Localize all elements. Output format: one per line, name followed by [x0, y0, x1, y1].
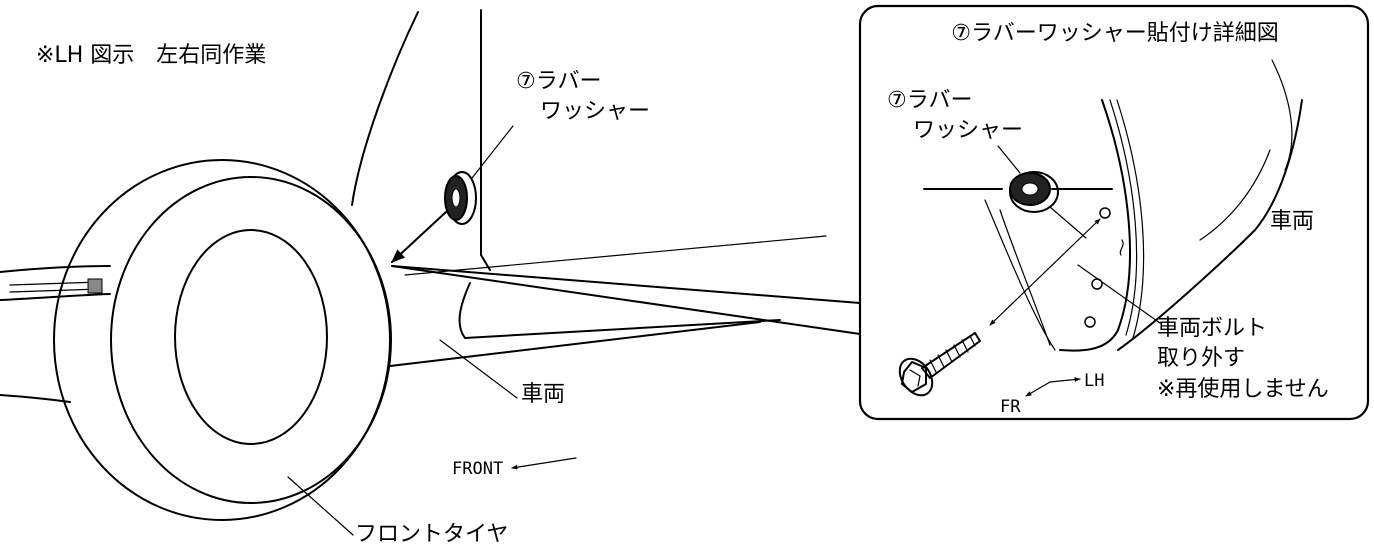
washer-arrow: [390, 211, 447, 263]
front-direction-arrow: [511, 457, 577, 470]
note-text: ※LH 図示 左右同作業: [36, 43, 266, 68]
zoom-line-top: [391, 265, 861, 304]
lh-label: LH: [1084, 371, 1104, 391]
front-tire: [53, 159, 392, 521]
rubber-washer-detail: [1009, 171, 1059, 213]
front-tire-label: フロントタイヤ: [355, 522, 508, 546]
washer-label-line2: ワッシャー: [540, 99, 650, 124]
detail-title: ⑦ラバーワッシャー貼付け詳細図: [951, 21, 1279, 46]
tire-leader-line: [287, 476, 354, 536]
washer-leader-line: [471, 125, 514, 179]
bolt-label-line3: ※再使用しません: [1157, 377, 1329, 402]
rubber-washer: [444, 171, 477, 225]
detail-panel: ⑦ラバーワッシャー貼付け詳細図: [858, 4, 1370, 421]
vehicle-bolt: [898, 332, 981, 397]
vehicle-label: 車両: [521, 382, 565, 407]
front-direction-label: FRONT: [452, 459, 503, 479]
vehicle-leader-line: [439, 339, 518, 399]
vehicle-detail-label: 車両: [1270, 209, 1314, 234]
washer-label-line1: ⑦ラバー: [516, 69, 602, 94]
bolt-label-line2: 取り外す: [1157, 346, 1245, 371]
washer-detail-label-line2: ワッシャー: [913, 118, 1023, 143]
vehicle-body-outline: [0, 9, 827, 403]
bolt-label-line1: 車両ボルト: [1157, 316, 1267, 341]
washer-detail-label-line1: ⑦ラバー: [887, 88, 973, 113]
zoom-line-bottom: [391, 265, 861, 335]
fr-label: FR: [1000, 397, 1021, 417]
